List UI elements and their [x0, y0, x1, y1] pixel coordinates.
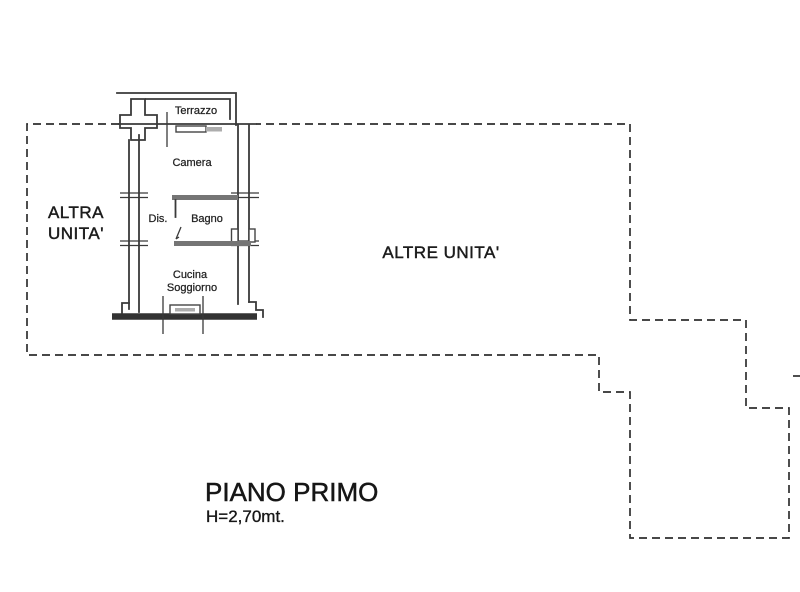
- left-wall-break-ticks: [120, 192, 148, 247]
- room-labels: Terrazzo Camera Dis. Bagno Cucina Soggio…: [148, 105, 223, 294]
- bottom-wall-right-step: [248, 301, 264, 318]
- label-soggiorno: Soggiorno: [167, 282, 217, 294]
- label-altre-unita: ALTRE UNITA': [382, 243, 499, 262]
- right-wall-break-ticks: [231, 192, 259, 247]
- label-altra-unita-line2: UNITA': [48, 224, 104, 243]
- terrace-outer-wall: [116, 92, 237, 126]
- bathroom-door-swing: [175, 226, 182, 240]
- boundary-dashed-outline: [26, 123, 790, 539]
- unit-labels: ALTRA UNITA' ALTRE UNITA': [48, 203, 500, 262]
- bottom-wall-left-step: [121, 302, 130, 314]
- bottom-window-inner: [175, 308, 195, 312]
- right-wall-pillar-left-bump: [230, 228, 239, 243]
- bottom-section-ticks: [162, 296, 204, 334]
- floor-height-text: H=2,70mt.: [206, 507, 285, 526]
- label-terrazzo: Terrazzo: [175, 105, 217, 117]
- terrace-left-pillar: [119, 98, 158, 141]
- label-cucina: Cucina: [173, 269, 208, 281]
- right-wall-pillar-right-bump: [248, 228, 256, 243]
- floor-title-text: PIANO PRIMO: [205, 477, 378, 507]
- label-camera: Camera: [172, 157, 212, 169]
- label-altra-unita-line1: ALTRA: [48, 203, 104, 222]
- terrace-inner-wall: [145, 98, 231, 120]
- label-bagno: Bagno: [191, 213, 223, 225]
- label-dis: Dis.: [149, 213, 168, 225]
- apartment-walls: [112, 92, 264, 334]
- terrace-door-window: [175, 125, 207, 133]
- floor-title-block: PIANO PRIMO H=2,70mt.: [205, 477, 379, 526]
- property-boundary: [26, 123, 800, 539]
- terrace-door-window-inner: [206, 127, 222, 132]
